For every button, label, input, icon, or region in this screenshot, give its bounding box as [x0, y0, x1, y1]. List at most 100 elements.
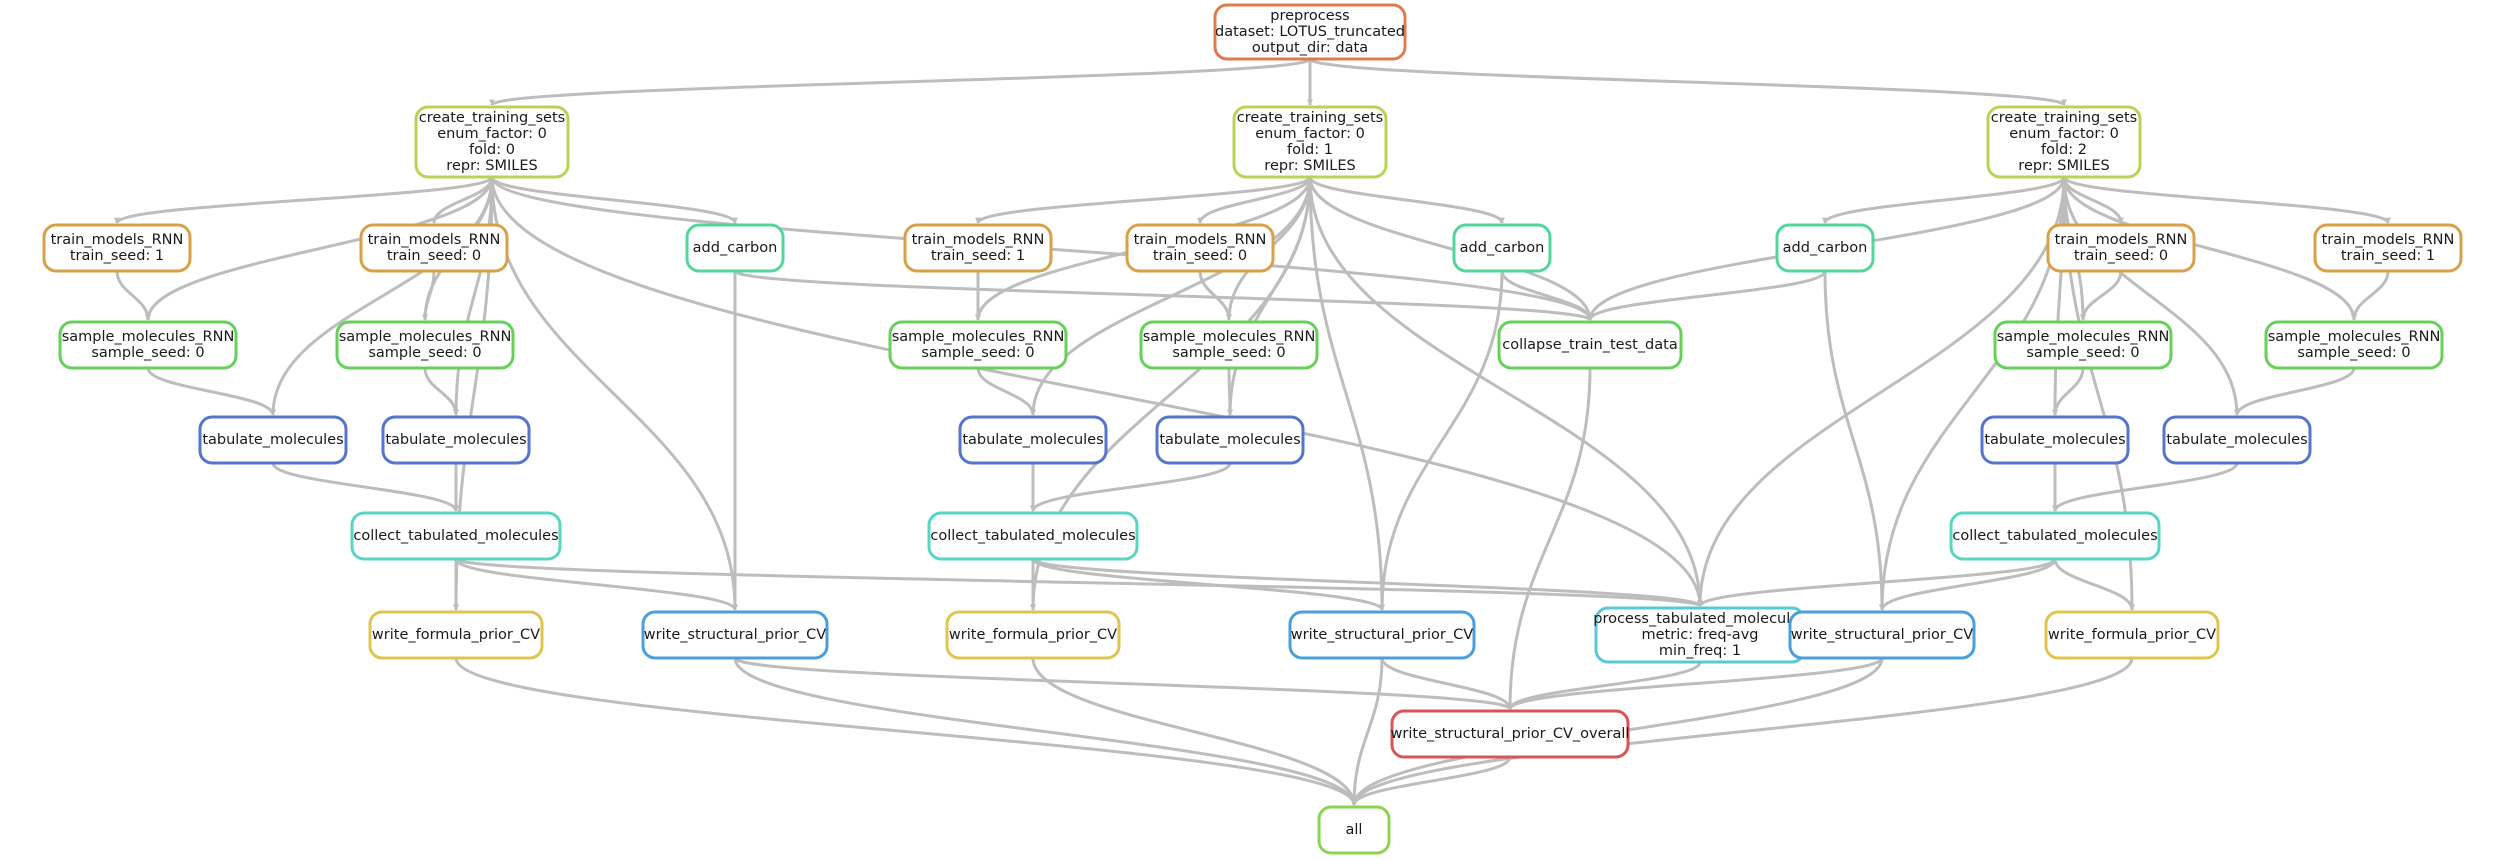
node-title: train_models_RNN [2322, 232, 2455, 248]
node-collect-tabulated-molecules[interactable]: collect_tabulated_molecules [927, 511, 1139, 561]
edge-cts0-to-ptm [490, 176, 1703, 607]
node-title: train_models_RNN [368, 232, 501, 248]
edge-col0-to-ws0 [454, 558, 738, 611]
edge-collapse-to-wso [1507, 367, 1592, 710]
node-write-structural-prior-CV[interactable]: write_structural_prior_CV [1788, 610, 1976, 660]
edge-cts2-to-sm2b [2062, 176, 2357, 321]
node-title: write_structural_prior_CV [644, 627, 826, 643]
node-box [1213, 3, 1407, 61]
node-param: repr: SMILES [446, 158, 537, 174]
node-param: repr: SMILES [1264, 158, 1355, 174]
edge-ac1-to-ws1 [1379, 270, 1504, 611]
node-box [335, 320, 515, 370]
node-write-formula-prior-CV[interactable]: write_formula_prior_CV [368, 610, 544, 660]
edge-wf2-to-all [1351, 657, 2134, 806]
node-write-formula-prior-CV[interactable]: write_formula_prior_CV [945, 610, 1121, 660]
node-all[interactable]: all [1317, 805, 1391, 855]
node-add-carbon[interactable]: add_carbon [1775, 223, 1875, 273]
edge-tm0a-to-sm0a [115, 270, 151, 321]
node-tabulate-molecules[interactable]: tabulate_molecules [2162, 415, 2312, 465]
node-param: train_seed: 0 [387, 248, 481, 264]
edge-cts0-to-tm0a [114, 175, 494, 225]
edge-tab1b-to-col1 [1030, 462, 1232, 512]
edge-ws0-to-wso [733, 656, 1513, 711]
edge-sm2a-to-tab2a [2052, 367, 2085, 416]
node-title: collapse_train_test_data [1502, 337, 1677, 353]
node-title: write_structural_prior_CV [1291, 627, 1473, 643]
edge-tm2a-to-sm2a [2080, 270, 2123, 321]
edge-cts0-to-tab0a [270, 176, 494, 416]
edge-ac0-to-collapse [733, 269, 1593, 322]
node-box [2046, 223, 2196, 273]
node-param: sample_seed: 0 [1172, 345, 1285, 361]
node-title: add_carbon [1783, 240, 1868, 256]
node-tabulate-molecules[interactable]: tabulate_molecules [381, 415, 531, 465]
node-write-structural-prior-CV[interactable]: write_structural_prior_CV [1288, 610, 1476, 660]
node-param: sample_seed: 0 [368, 345, 481, 361]
edge-col1-to-ptm [1031, 557, 1703, 608]
node-param: sample_seed: 0 [2026, 345, 2139, 361]
edge-cts2-to-ac2 [1822, 176, 2066, 224]
node-param: min_freq: 1 [1659, 643, 1741, 659]
node-title: train_models_RNN [1134, 232, 1267, 248]
node-collapse-train-test-data[interactable]: collapse_train_test_data [1497, 320, 1683, 370]
node-tabulate-molecules[interactable]: tabulate_molecules [1155, 415, 1305, 465]
node-collect-tabulated-molecules[interactable]: collect_tabulated_molecules [1949, 511, 2161, 561]
node-box [368, 610, 544, 660]
node-title: sample_molecules_RNN [1997, 329, 2170, 345]
node-box [1986, 105, 2142, 179]
edge-sm1b-to-tab1b [1226, 367, 1233, 416]
node-title: tabulate_molecules [962, 432, 1103, 448]
node-tabulate-molecules[interactable]: tabulate_molecules [1980, 415, 2130, 465]
node-write-formula-prior-CV[interactable]: write_formula_prior_CV [2044, 610, 2220, 660]
node-title: train_models_RNN [912, 232, 1045, 248]
node-collect-tabulated-molecules[interactable]: collect_tabulated_molecules [350, 511, 562, 561]
node-param: metric: freq-avg [1642, 627, 1759, 643]
node-box [927, 511, 1139, 561]
edge-sm0b-to-tab0b [423, 367, 459, 416]
edge-col2-to-ptm [1697, 557, 2057, 608]
node-box [359, 223, 509, 273]
node-param: enum_factor: 0 [437, 126, 547, 142]
node-param: sample_seed: 0 [2297, 345, 2410, 361]
node-box [958, 415, 1108, 465]
node-write-structural-prior-CV-overall[interactable]: write_structural_prior_CV_overall [1390, 709, 1630, 759]
node-write-structural-prior-CV[interactable]: write_structural_prior_CV [641, 610, 829, 660]
node-add-carbon[interactable]: add_carbon [1452, 223, 1552, 273]
node-title: collect_tabulated_molecules [1952, 528, 2157, 544]
node-title: collect_tabulated_molecules [353, 528, 558, 544]
node-tabulate-molecules[interactable]: tabulate_molecules [958, 415, 1108, 465]
node-box [1139, 320, 1319, 370]
node-param: fold: 1 [1287, 142, 1333, 158]
node-title: write_structural_prior_CV [1791, 627, 1973, 643]
node-tabulate-molecules[interactable]: tabulate_molecules [198, 415, 348, 465]
node-title: sample_molecules_RNN [62, 329, 235, 345]
node-add-carbon[interactable]: add_carbon [685, 223, 785, 273]
edge-cts1-to-ac1 [1308, 176, 1505, 224]
node-box [1232, 105, 1388, 179]
edge-cts0-to-ac0 [490, 176, 738, 224]
node-box [1980, 415, 2130, 465]
edge-preprocess-to-cts0 [489, 57, 1312, 107]
node-title: write_structural_prior_CV_overall [1391, 726, 1630, 742]
edge-cts1-to-tm1b [1197, 176, 1312, 224]
node-title: preprocess [1270, 8, 1350, 24]
node-box [1949, 511, 2161, 561]
